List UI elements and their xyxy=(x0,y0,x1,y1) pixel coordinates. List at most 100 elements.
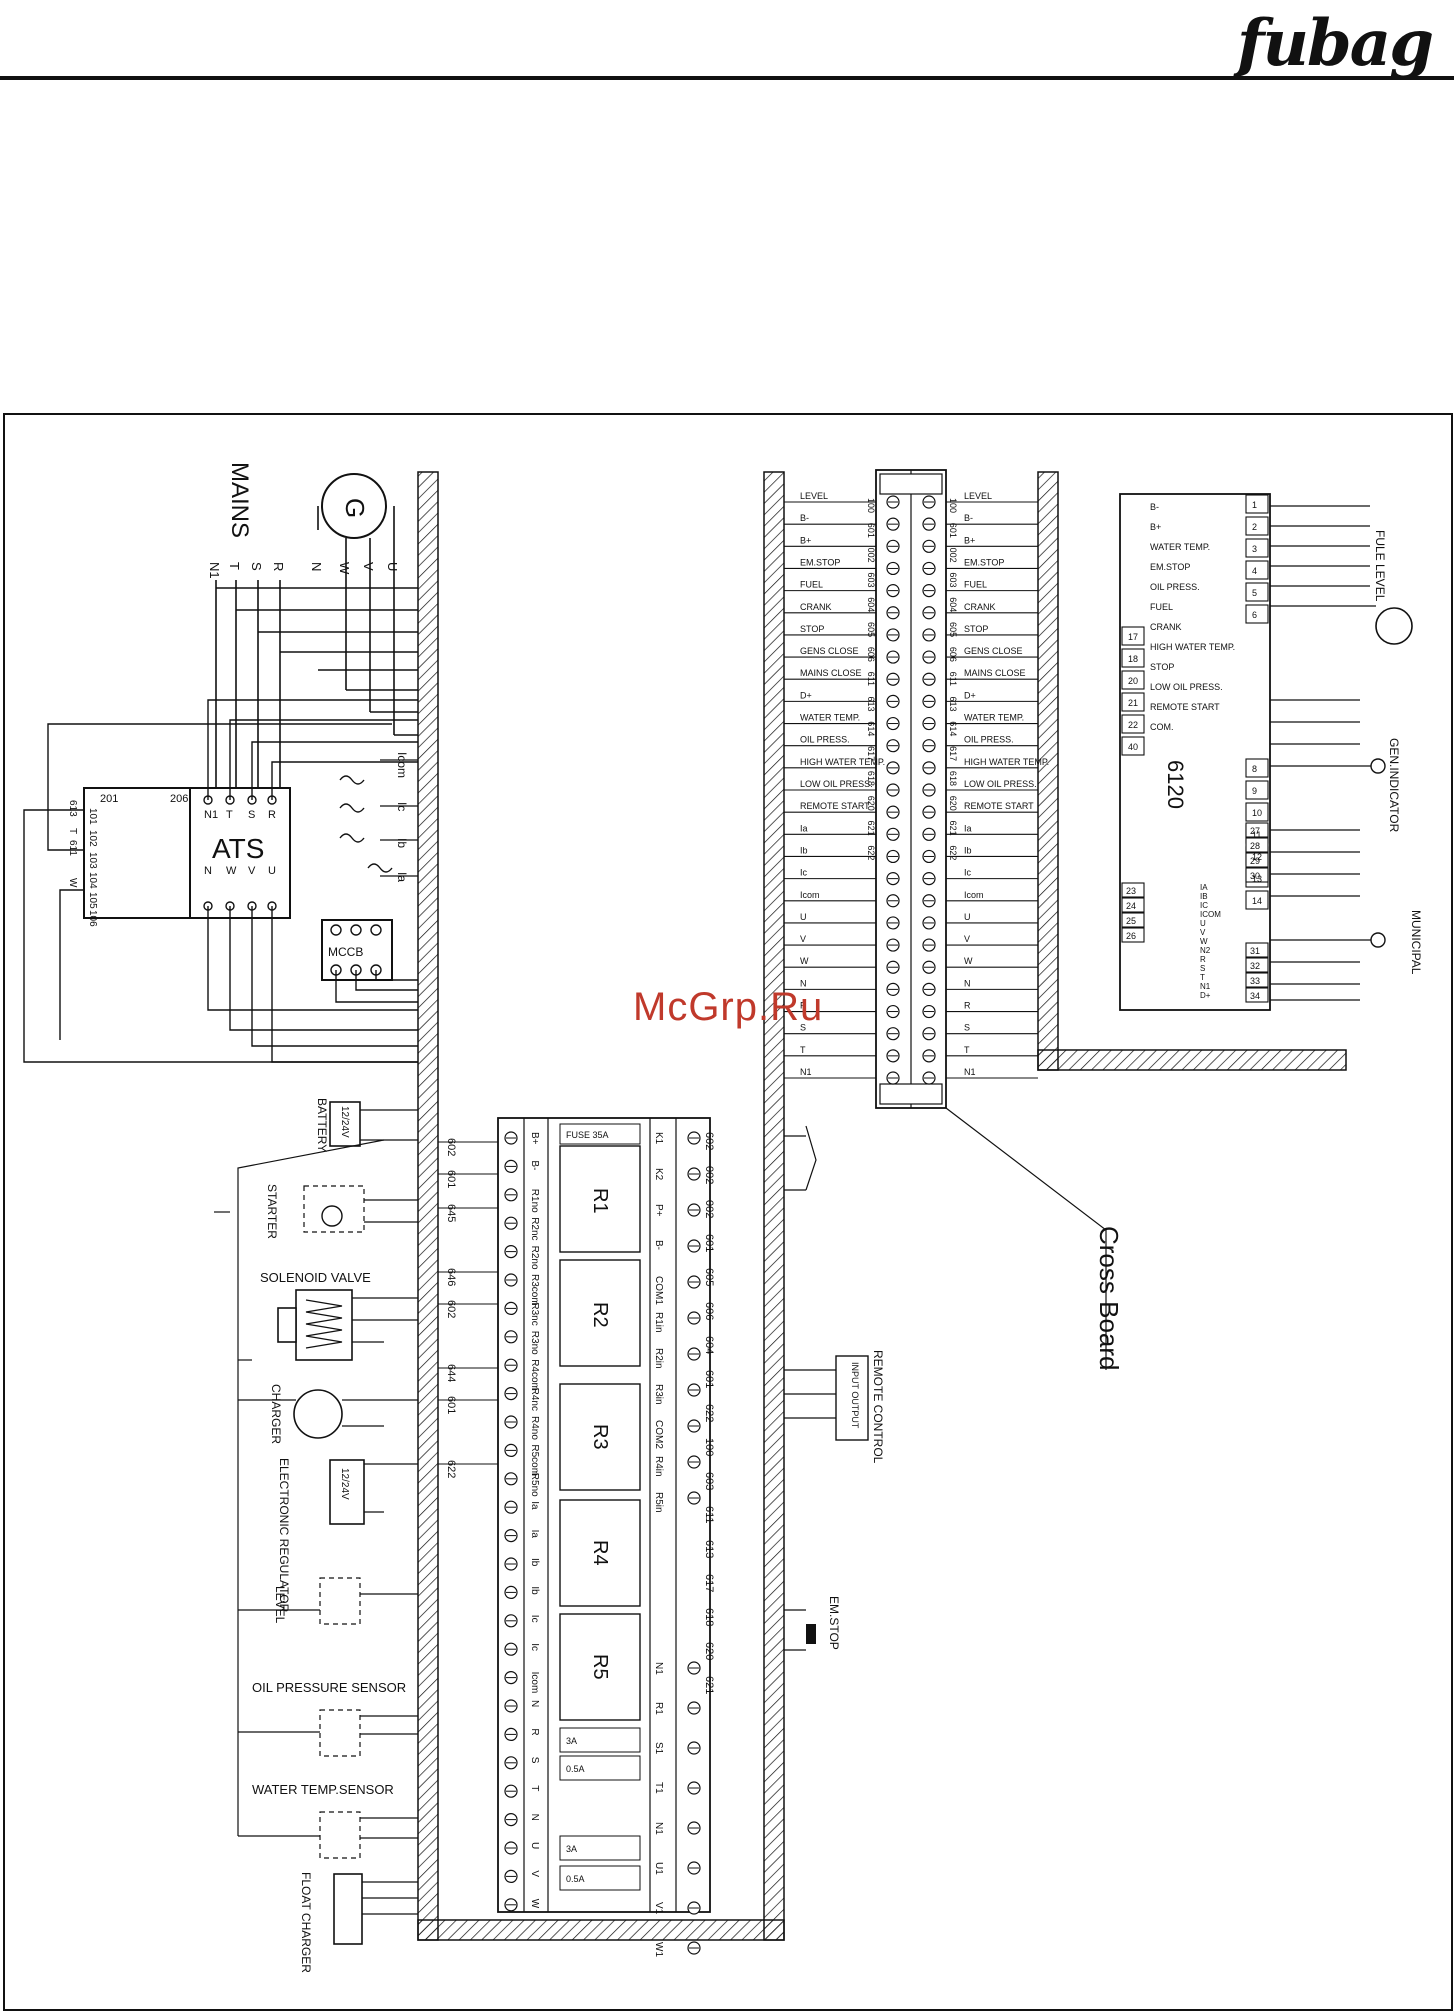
cross-right-label: Ia xyxy=(964,823,972,833)
cross-right-label: Ic xyxy=(964,868,972,878)
cross-board xyxy=(875,469,947,1109)
cross-left-label: T xyxy=(800,1045,806,1055)
wire-number: 601 xyxy=(445,1170,457,1188)
controller-terminal-number: 2 xyxy=(1252,522,1257,532)
cross-right-label: EM.STOP xyxy=(964,557,1004,567)
controller-terminal-number: 33 xyxy=(1250,976,1260,986)
cross-wire-number: 622 xyxy=(866,845,876,860)
board-right-label: W1 xyxy=(653,1942,664,1957)
controller-terminal xyxy=(1245,582,1269,602)
wire-number: 602 xyxy=(445,1300,457,1318)
cross-left-label: D+ xyxy=(800,690,812,700)
cross-wire-number: 605 xyxy=(948,622,958,637)
cross-wire-number: 002 xyxy=(948,548,958,563)
svg-text:W: W xyxy=(226,865,237,877)
controller-terminal xyxy=(1121,648,1145,668)
cross-board-leader xyxy=(945,1107,1107,1370)
cabinet-floor xyxy=(417,1919,785,1941)
svg-text:OIL PRESSURE SENSOR: OIL PRESSURE SENSOR xyxy=(252,1680,406,1695)
board-left-label: R4no xyxy=(529,1416,540,1440)
right-wiring xyxy=(784,505,1376,1651)
controller-ac-label: D+ xyxy=(1200,991,1211,1000)
cross-right-label: OIL PRESS. xyxy=(964,735,1014,745)
cross-wire-number: 617 xyxy=(948,746,958,761)
controller-ac-label: U xyxy=(1200,919,1206,928)
mains-phase-t: T xyxy=(227,562,242,570)
level-sensor: LEVEL xyxy=(238,1577,418,1625)
controller-signal-label: OIL PRESS. xyxy=(1150,582,1200,592)
svg-text:N: N xyxy=(204,865,212,877)
wire-number: 645 xyxy=(445,1204,457,1222)
wire-number: 603 xyxy=(703,1472,715,1490)
cross-wire-number: 614 xyxy=(948,721,958,736)
controller-terminal xyxy=(1245,867,1269,883)
svg-text:U: U xyxy=(268,865,276,877)
wire-number: 002 xyxy=(703,1200,715,1218)
page-header: fubag xyxy=(0,0,1454,90)
board-right-label: N1 xyxy=(653,1662,664,1675)
svg-text:FLOAT CHARGER: FLOAT CHARGER xyxy=(299,1872,313,1973)
svg-text:611: 611 xyxy=(67,840,78,856)
board-right-label: R2in xyxy=(653,1348,664,1369)
mains-phase-n1: N1 xyxy=(207,562,222,579)
svg-text:N1: N1 xyxy=(204,809,218,821)
svg-text:MUNICIPAL: MUNICIPAL xyxy=(1409,910,1423,975)
svg-text:S: S xyxy=(248,809,255,821)
svg-text:Ib: Ib xyxy=(395,838,409,848)
controller-terminal xyxy=(1245,822,1269,838)
svg-text:U: U xyxy=(385,562,400,571)
controller-terminal-number: 28 xyxy=(1250,841,1260,851)
cross-wire-number: 614 xyxy=(866,721,876,736)
right-annotations: FULE LEVEL GEN.INDICATOR MUNICIPAL EM.ST… xyxy=(806,530,1423,1650)
board-right-label: S1 xyxy=(653,1742,664,1755)
cross-wire-number: 606 xyxy=(948,647,958,662)
board-right-label: COM2 xyxy=(653,1420,664,1449)
controller-terminal-number: 10 xyxy=(1252,808,1262,818)
controller-terminal-number: 4 xyxy=(1252,566,1257,576)
controller-terminal-number: 22 xyxy=(1128,720,1138,730)
mains-phase-s: S xyxy=(249,562,264,571)
cross-left-label: W xyxy=(800,956,809,966)
svg-text:Ia: Ia xyxy=(395,872,409,882)
cross-left-label: HIGH WATER TEMP. xyxy=(800,757,885,767)
cross-right-label: N1 xyxy=(964,1067,976,1077)
cross-wire-number: 603 xyxy=(866,572,876,587)
cross-wire-number: 621 xyxy=(948,821,958,836)
cross-wire-number: 604 xyxy=(948,597,958,612)
svg-text:3A: 3A xyxy=(566,1736,577,1746)
svg-text:INPUT OUTPUT: INPUT OUTPUT xyxy=(850,1362,860,1429)
controller-terminal-number: 27 xyxy=(1250,826,1260,836)
svg-text:ELECTRONIC REGULATOR: ELECTRONIC REGULATOR xyxy=(277,1458,291,1613)
controller-terminal xyxy=(1245,890,1269,910)
cross-right-label: HIGH WATER TEMP. xyxy=(964,757,1049,767)
svg-text:0.5A: 0.5A xyxy=(566,1764,585,1774)
wire-number: 622 xyxy=(703,1404,715,1422)
cross-wire-number: 603 xyxy=(948,572,958,587)
controller-terminal-number: 14 xyxy=(1252,896,1262,906)
starter-motor: STARTER xyxy=(214,1184,418,1239)
oil-pressure-sensor: OIL PRESSURE SENSOR xyxy=(238,1680,418,1757)
board-left-label: Ia xyxy=(529,1501,540,1510)
cross-right-label: CRANK xyxy=(964,602,996,612)
controller-terminal xyxy=(1121,736,1145,756)
svg-text:0.5A: 0.5A xyxy=(566,1874,585,1884)
float-charger: FLOAT CHARGER xyxy=(299,1872,418,1973)
board-left-label: R3no xyxy=(529,1331,540,1355)
controller-terminal xyxy=(1245,987,1269,1003)
controller-terminal xyxy=(1245,972,1269,988)
controller-signal-label: CRANK xyxy=(1150,622,1182,632)
cabinet-wall-right xyxy=(1037,471,1059,1071)
controller-terminal-number: 12 xyxy=(1252,852,1262,862)
board-right-label: P+ xyxy=(653,1204,664,1217)
board-left-label: V xyxy=(529,1870,540,1877)
board-right-labels: K1K2P+B-COM1R1inR2inR3inCOM2R4inR5inN1R1… xyxy=(653,1132,664,1957)
current-transformers: Icom Ic Ib Ia xyxy=(339,752,418,882)
svg-text:3A: 3A xyxy=(566,1844,577,1854)
svg-text:REMOTE CONTROL: REMOTE CONTROL xyxy=(871,1350,885,1464)
cross-wire-number: 622 xyxy=(948,845,958,860)
controller-terminal xyxy=(1245,516,1269,536)
cross-right-label: W xyxy=(964,956,973,966)
board-left-label: Ic xyxy=(529,1643,540,1651)
